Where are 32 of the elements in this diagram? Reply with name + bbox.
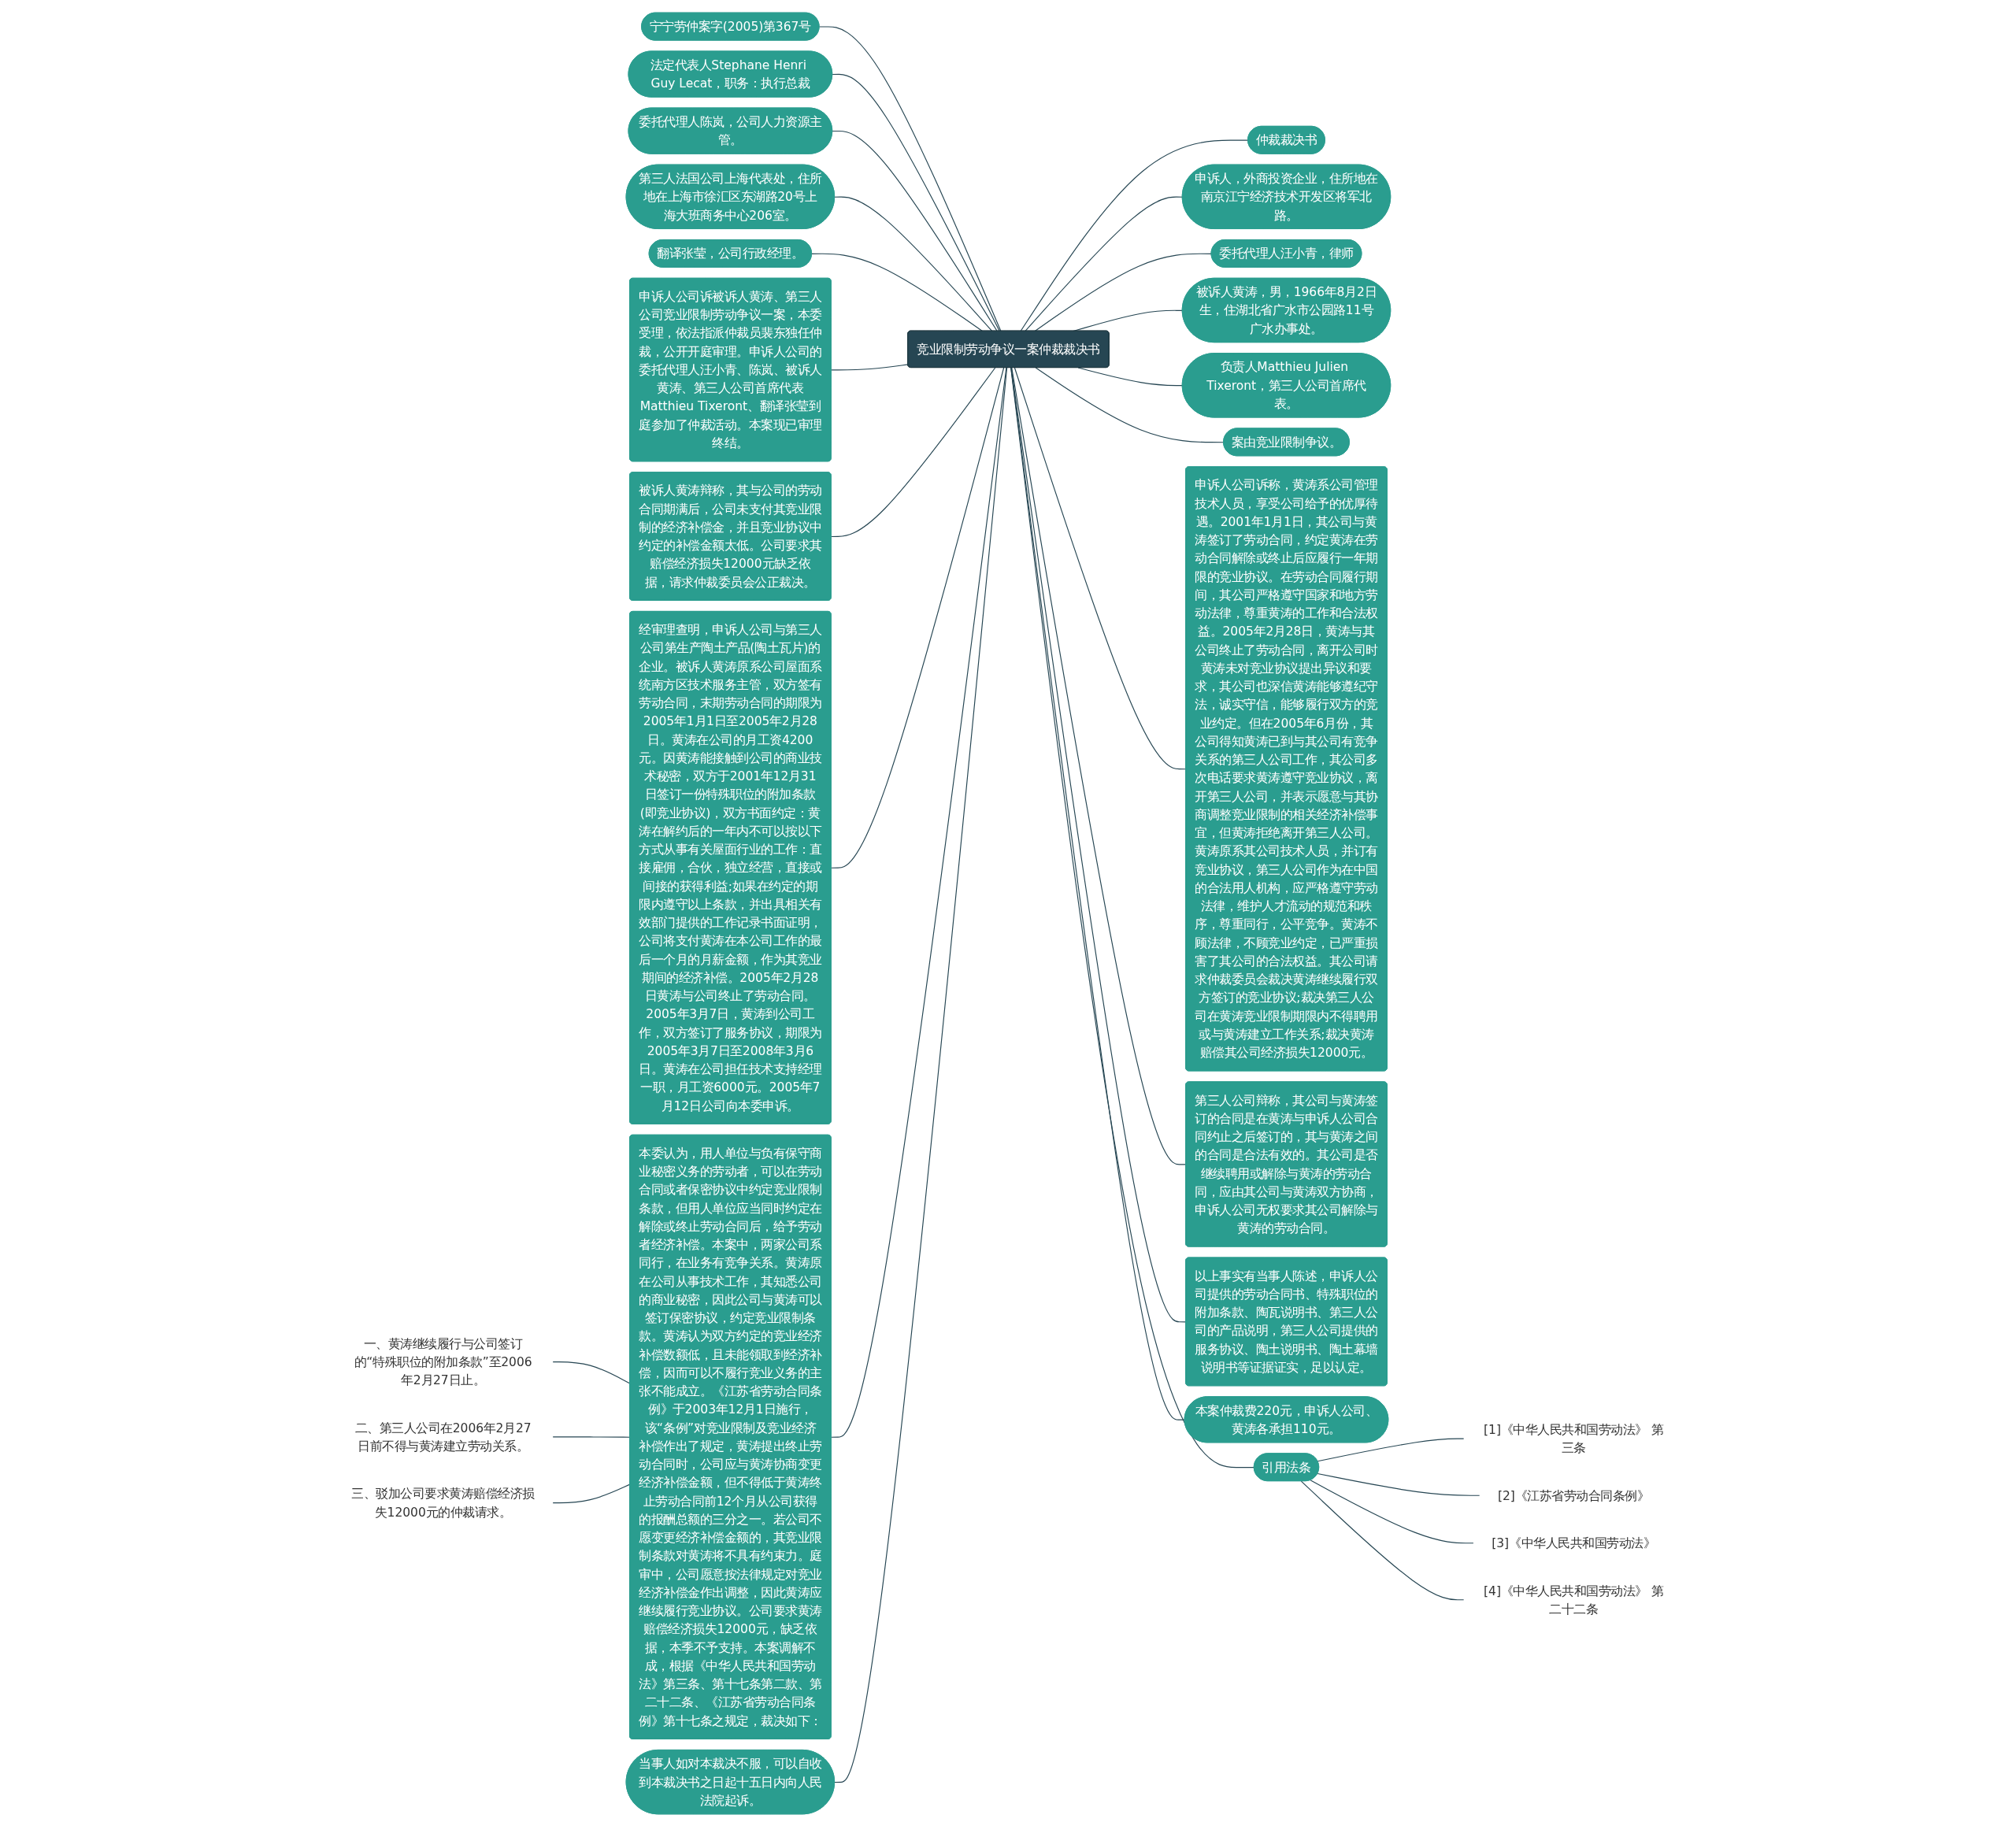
connector — [830, 366, 1004, 869]
connector — [810, 253, 983, 331]
connector — [1024, 196, 1183, 331]
connector — [552, 1483, 631, 1503]
node-text: 一、黄涛继续履行与公司签订的“特殊职位的附加条款”至2006年2月27日止。 — [354, 1335, 532, 1387]
connector — [833, 366, 1007, 1783]
connector — [1035, 366, 1225, 443]
node-text: [1]《中华人民共和国劳动法》 第三条 — [1483, 1421, 1663, 1455]
connector — [830, 366, 995, 537]
connector — [1309, 1479, 1474, 1543]
connector — [1020, 139, 1249, 331]
connector — [832, 73, 1000, 331]
connector — [1300, 1480, 1464, 1600]
connector — [818, 25, 1002, 331]
connector — [830, 363, 909, 370]
node-text: 二、第三人公司在2006年2月27日前不得与黄涛建立劳动关系。 — [354, 1420, 532, 1454]
connector — [1317, 1438, 1464, 1461]
node-text: [2]《江苏省劳动合同条例》 — [1497, 1487, 1649, 1503]
connector — [1010, 366, 1187, 1165]
node-text: [3]《中华人民共和国劳动法》 — [1491, 1535, 1655, 1550]
connector — [830, 366, 1007, 1438]
connector — [1077, 366, 1183, 386]
connector — [1317, 1472, 1480, 1496]
node-text: [4]《中华人民共和国劳动法》 第二十二条 — [1483, 1583, 1663, 1617]
node-text: 三、驳加公司要求黄涛赔偿经济损失12000元的仲裁请求。 — [351, 1486, 535, 1519]
connector — [1014, 366, 1187, 769]
connector — [552, 1361, 631, 1384]
connector — [552, 1435, 631, 1438]
connector — [833, 196, 992, 331]
connector — [1034, 253, 1212, 331]
connector — [1010, 366, 1254, 1468]
connector — [832, 130, 998, 331]
